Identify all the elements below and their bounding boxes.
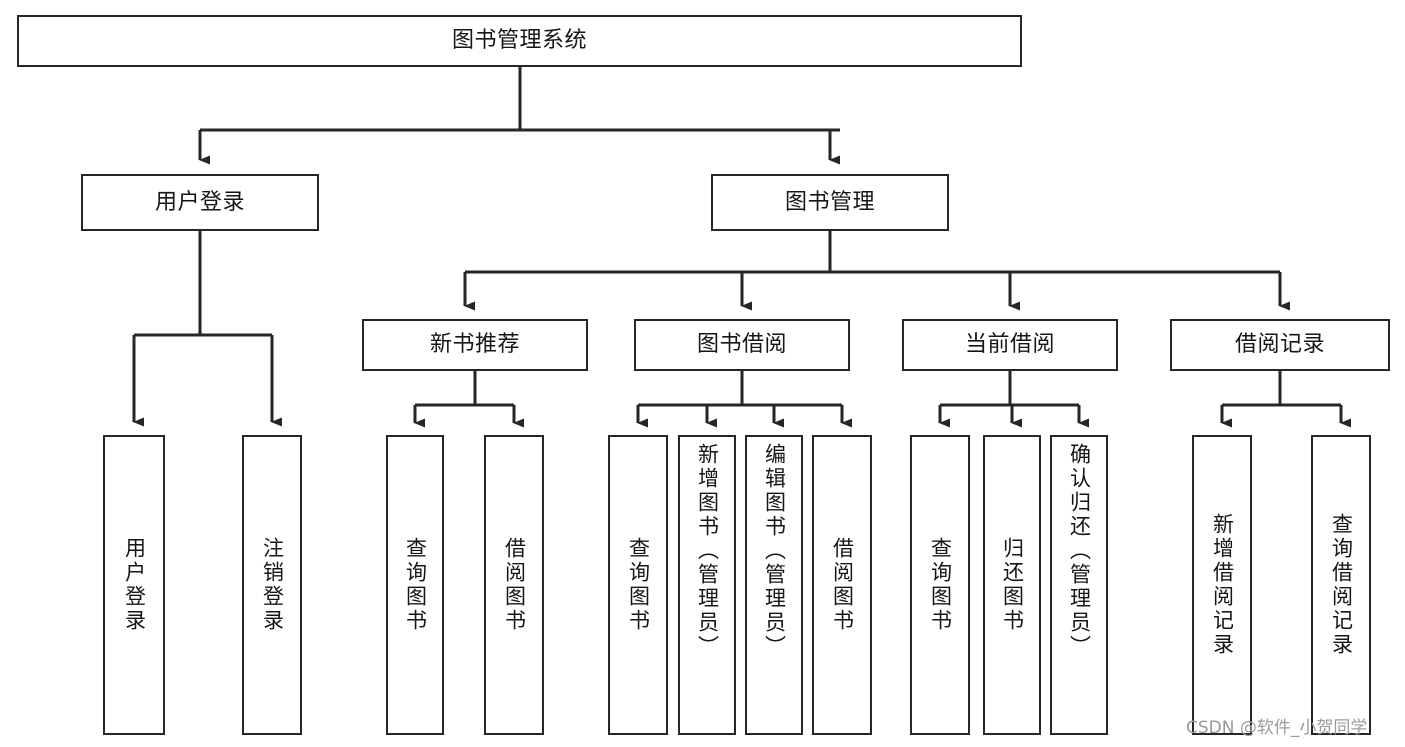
node-label: 查询图书: [928, 537, 953, 633]
connector-root-to-level2: [198, 67, 840, 165]
connector-newbook-to-leaves: [413, 371, 524, 428]
node-current-borrow[interactable]: 当前借阅: [902, 319, 1118, 371]
node-label: 查询图书: [626, 537, 651, 633]
node-leaf-logout[interactable]: 注销登录: [242, 435, 302, 735]
node-new-book-recommend[interactable]: 新书推荐: [362, 319, 588, 371]
node-label: 借阅记录: [1234, 332, 1325, 358]
node-label: 注销登录: [260, 537, 285, 633]
node-label: 用户登录: [122, 537, 147, 633]
node-label: 借阅图书: [502, 537, 527, 633]
node-label: 新增借阅记录: [1210, 513, 1235, 657]
connector-bookmanage-to-level3: [463, 231, 1290, 311]
node-label: 图书管理系统: [451, 28, 587, 54]
node-label: 确认归还（管理员）: [1067, 443, 1092, 659]
node-leaf-add-book[interactable]: 新增图书（管理员）: [678, 435, 736, 735]
node-leaf-query-book-2[interactable]: 查询图书: [608, 435, 668, 735]
connector-userlogin-to-leaves: [132, 231, 282, 427]
node-root-system[interactable]: 图书管理系统: [17, 15, 1022, 67]
connector-currentborrow-to-leaves: [938, 371, 1089, 428]
node-label: 新书推荐: [429, 332, 520, 358]
node-leaf-user-login[interactable]: 用户登录: [103, 435, 165, 735]
node-leaf-borrow-book-2[interactable]: 借阅图书: [812, 435, 872, 735]
node-user-login[interactable]: 用户登录: [81, 174, 319, 231]
node-label: 借阅图书: [830, 537, 855, 633]
node-label: 当前借阅: [964, 332, 1055, 358]
node-leaf-confirm-return[interactable]: 确认归还（管理员）: [1050, 435, 1108, 735]
node-label: 图书管理: [784, 189, 875, 215]
node-borrow-record[interactable]: 借阅记录: [1170, 319, 1390, 371]
node-label: 图书借阅: [696, 332, 787, 358]
node-label: 查询借阅记录: [1329, 513, 1354, 657]
node-leaf-borrow-book-1[interactable]: 借阅图书: [484, 435, 544, 735]
node-leaf-query-record[interactable]: 查询借阅记录: [1311, 435, 1371, 735]
node-book-borrow[interactable]: 图书借阅: [634, 319, 850, 371]
node-leaf-query-book-3[interactable]: 查询图书: [910, 435, 970, 735]
node-label: 用户登录: [154, 189, 245, 215]
node-label: 归还图书: [1000, 537, 1025, 633]
node-leaf-query-book-1[interactable]: 查询图书: [386, 435, 444, 735]
node-book-manage[interactable]: 图书管理: [711, 174, 949, 231]
node-leaf-return-book[interactable]: 归还图书: [983, 435, 1041, 735]
node-label: 查询图书: [403, 537, 428, 633]
node-leaf-add-record[interactable]: 新增借阅记录: [1192, 435, 1252, 735]
node-label: 新增图书（管理员）: [695, 443, 720, 659]
node-leaf-edit-book[interactable]: 编辑图书（管理员）: [745, 435, 803, 735]
connector-borrowrecord-to-leaves: [1220, 371, 1351, 428]
node-label: 编辑图书（管理员）: [762, 443, 787, 659]
connector-bookborrow-to-leaves: [636, 371, 852, 428]
